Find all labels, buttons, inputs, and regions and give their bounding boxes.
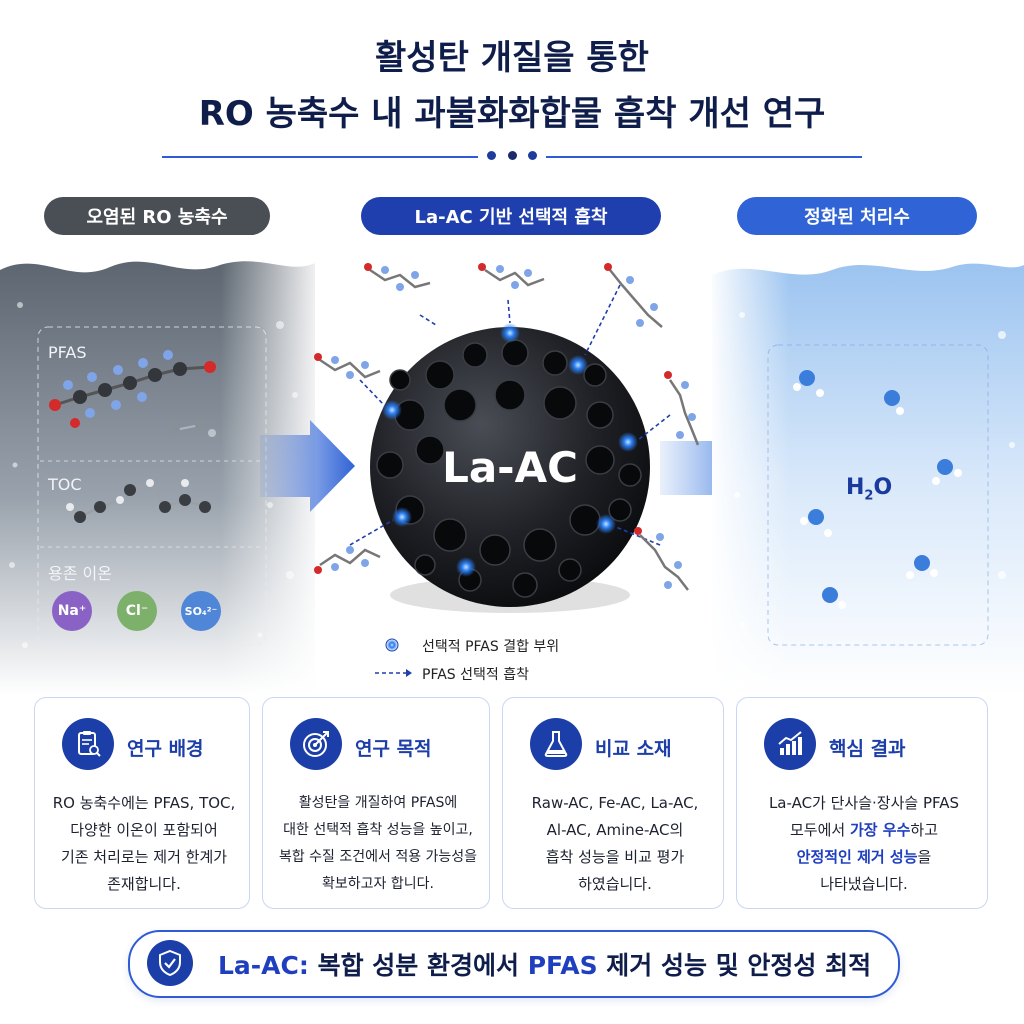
ion-sodium: Na⁺ <box>52 591 92 631</box>
target-icon <box>290 718 342 770</box>
toc-label: TOC <box>48 475 82 494</box>
water-molecules <box>793 370 962 609</box>
legend-site-marker <box>385 638 399 652</box>
stage-label-adsorption: La-AC 기반 선택적 흡착 <box>361 197 661 235</box>
title-rule-left <box>162 156 478 158</box>
stage-label-treated: 정화된 처리수 <box>737 197 977 235</box>
stage-label-contaminated: 오염된 RO 농축수 <box>44 197 270 235</box>
shield-check-icon <box>147 940 193 986</box>
title-line-1: 활성탄 개질을 통한 <box>375 38 649 78</box>
card-key-results: 핵심 결과 La-AC가 단사슬·장사슬 PFAS 모두에서 가장 우수하고 안… <box>736 697 988 909</box>
conclusion-banner: La-AC: 복합 성분 환경에서 PFAS 제거 성능 및 안정성 최적 <box>128 930 900 998</box>
h2o-label: H2O <box>846 475 893 504</box>
treated-water-panel: H2O <box>712 245 1024 695</box>
card-title: 핵심 결과 <box>829 738 906 760</box>
card-title: 연구 배경 <box>127 738 204 760</box>
title-rule-right <box>546 156 862 158</box>
conclusion-text: La-AC: 복합 성분 환경에서 PFAS 제거 성능 및 안정성 최적 <box>218 951 872 980</box>
binding-sites <box>382 323 638 577</box>
clipboard-search-icon <box>62 718 114 770</box>
card-title: 비교 소재 <box>595 738 672 760</box>
legend-selective-adsorption: PFAS 선택적 흡착 <box>422 667 529 683</box>
la-ac-label: La-AC <box>442 443 578 492</box>
flask-icon <box>530 718 582 770</box>
adsorbent-panel: La-AC 선택적 PFAS 결합 부위 PFAS 선택적 흡착 <box>260 245 764 695</box>
inflow-arrow <box>260 420 355 512</box>
card-comparison-materials: 비교 소재 Raw-AC, Fe-AC, La-AC,Al-AC, Amine-… <box>502 697 724 909</box>
pfas-label: PFAS <box>48 343 87 362</box>
growth-chart-icon <box>764 718 816 770</box>
ions-label: 용존 이온 <box>48 564 112 583</box>
legend-binding-sites: 선택적 PFAS 결합 부위 <box>422 639 560 655</box>
title-line-2: RO 농축수 내 과불화화합물 흡착 개선 연구 <box>198 94 826 134</box>
card-body: La-AC가 단사슬·장사슬 PFAS 모두에서 가장 우수하고 안정적인 제거… <box>768 794 960 893</box>
title-dots <box>487 151 537 160</box>
ion-sulfate: SO₄²⁻ <box>181 591 221 631</box>
card-title: 연구 목적 <box>355 738 432 760</box>
ion-chloride: Cl⁻ <box>117 591 157 631</box>
